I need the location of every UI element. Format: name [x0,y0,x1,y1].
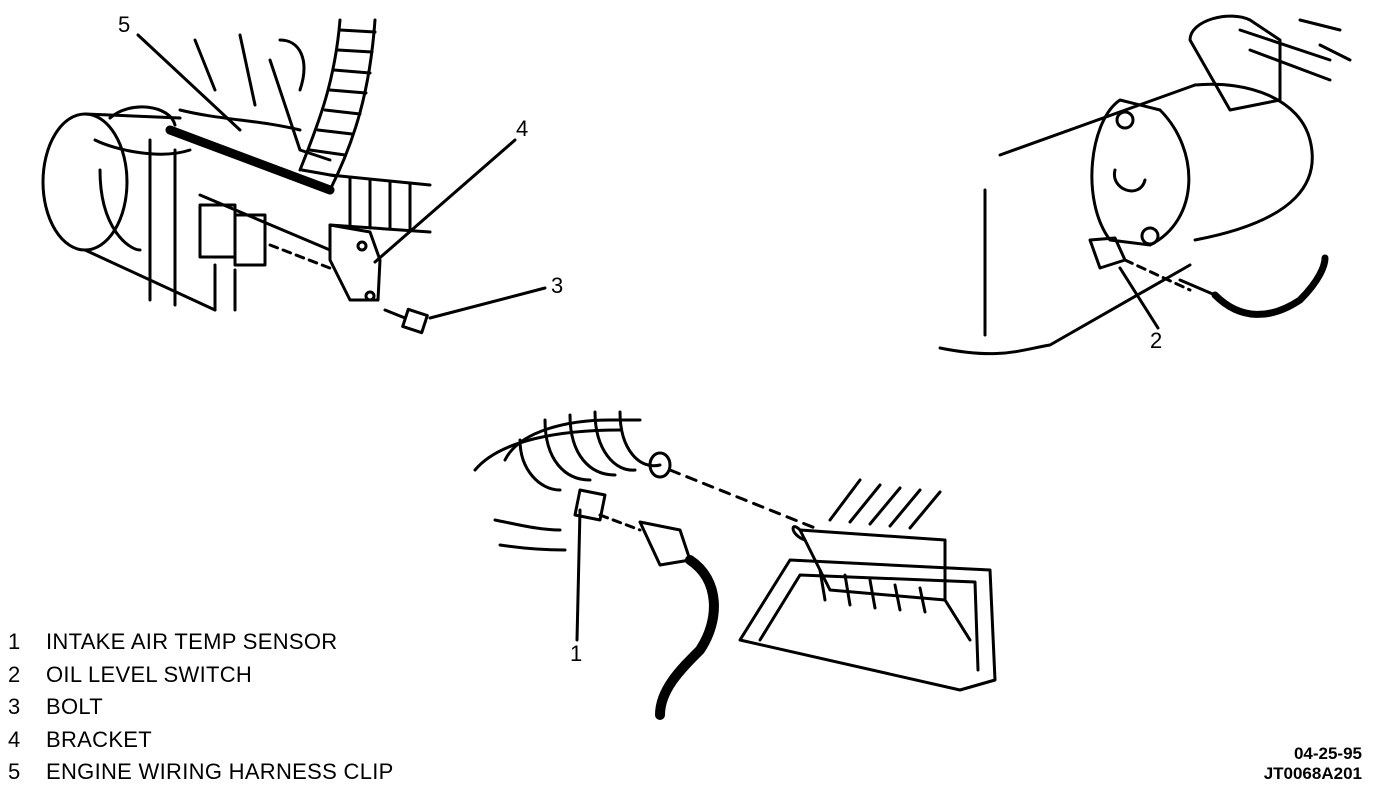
callout-2: 2 [1150,328,1163,353]
legend-item: 2 OIL LEVEL SWITCH [8,659,394,692]
legend-label: OIL LEVEL SWITCH [46,661,253,687]
oil-level-switch-illustration [938,14,1352,356]
legend-number: 4 [8,726,21,752]
legend-item: 1 INTAKE AIR TEMP SENSOR [8,626,394,659]
legend-label: BOLT [46,694,104,719]
engine-harness-clip-illustration [41,18,547,335]
intake-air-temp-sensor-illustration [473,410,997,720]
callout-5: 5 [118,12,131,37]
legend-number: 1 [8,629,21,654]
legend-item: 5 ENGINE WIRING HARNESS CLIP [8,756,394,789]
legend-item: 4 BRACKET [8,724,394,757]
legend-label: ENGINE WIRING HARNESS CLIP [46,759,394,784]
legend-label: INTAKE AIR TEMP SENSOR [46,629,338,654]
callout-3: 3 [551,273,564,298]
figure-code: 04-25-95 JT0068A201 [1264,744,1362,784]
legend-number: 2 [8,661,21,687]
legend-number: 3 [8,694,21,719]
figure-id: JT0068A201 [1263,764,1362,783]
legend: 1 INTAKE AIR TEMP SENSOR 2 OIL LEVEL SWI… [8,626,394,789]
figure-date: 04-25-95 [1293,744,1362,763]
callout-4: 4 [516,116,529,141]
legend-number: 5 [8,759,21,784]
legend-item: 3 BOLT [8,691,394,724]
callout-1: 1 [570,641,583,666]
legend-label: BRACKET [46,726,153,752]
